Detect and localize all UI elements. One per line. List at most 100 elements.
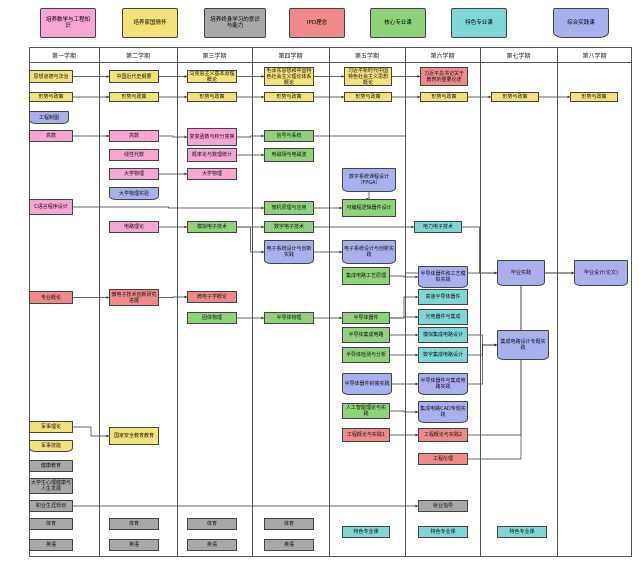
semester-header: 第四学期: [278, 52, 303, 60]
semester-header: 第三学期: [202, 52, 227, 60]
course-node: 中国近代史纲要: [109, 70, 159, 83]
course-node: 形势与政策: [187, 92, 237, 102]
course-node: 数字集成电路设计: [418, 347, 468, 363]
course-node: 工程概论与实践2: [418, 428, 468, 442]
course-node: 微电子技术创新研究进展: [109, 289, 159, 306]
legend-item: 培养家国情怀: [122, 8, 178, 38]
course-node: 微机原理与应用: [264, 201, 314, 215]
course-node: 体育: [187, 518, 237, 530]
course-node: 专业概论: [29, 291, 73, 304]
prerequisite-arrow: [468, 271, 575, 460]
course-node: 半导体器件: [342, 312, 390, 324]
prerequisite-arrow: [237, 134, 265, 138]
course-node: 形势与政策: [491, 92, 539, 102]
course-node: 军事技能: [29, 440, 73, 452]
course-node: 健康教育: [29, 460, 73, 472]
course-node: 半导体集成电路: [342, 327, 390, 343]
semester-header: 第七学期: [506, 52, 531, 60]
course-node: 集成电路CAD专题实践: [418, 401, 468, 423]
course-node: 英语: [187, 539, 237, 551]
course-node: 体育: [29, 518, 73, 530]
semester-divider: [557, 47, 558, 557]
course-node: 集成电路工艺原理: [342, 267, 390, 285]
semester-divider: [99, 47, 100, 557]
course-node: 电路理论: [109, 221, 159, 233]
course-node: 习近平总书记关于教育的重要论述: [420, 67, 468, 86]
prerequisite-arrow: [73, 426, 110, 438]
semester-header: 第五学期: [354, 52, 379, 60]
course-node: 半导体器件与集成电路实践: [418, 373, 468, 395]
course-node: 模拟电子技术: [187, 221, 237, 233]
course-node: 电子系统设计与创新实践: [342, 240, 396, 264]
course-node: 工程概论与实践1: [342, 428, 390, 442]
semester-divider: [405, 47, 406, 557]
course-node: 可编程逻辑器件设计: [342, 199, 396, 217]
course-node: 数字电子技术: [264, 221, 314, 233]
course-node: 体育: [264, 518, 314, 530]
prerequisite-arrow: [468, 343, 498, 385]
semester-divider: [177, 47, 178, 557]
course-node: 半导体物理: [264, 312, 314, 324]
course-node: 特色专业课: [497, 526, 547, 538]
course-node: 特色专业课: [418, 526, 468, 538]
course-node: 线性代数: [109, 149, 159, 161]
semester-header: 第一学期: [51, 52, 76, 60]
course-node: 高数: [29, 130, 73, 142]
course-node: 高数: [109, 130, 159, 142]
course-node: 固体物理: [187, 312, 237, 324]
course-node: 大学物理: [187, 168, 237, 180]
prerequisite-arrow: [462, 226, 498, 275]
course-node: 形势与政策: [344, 92, 392, 102]
course-node: 信号与系统: [264, 130, 314, 142]
course-node: 就业指导: [418, 500, 468, 512]
course-node: 半导体器件和工艺模拟实践: [418, 266, 468, 288]
header-divider: [29, 62, 632, 63]
prerequisite-arrow: [390, 315, 419, 319]
semester-header: 第二学期: [125, 52, 150, 60]
course-node: 马克思主义基本原理概论: [187, 70, 237, 83]
course-node: 半导体器件封装实践: [342, 373, 392, 395]
course-node: 电磁场与电磁波: [264, 148, 314, 162]
course-node: 习近平新时代中国特色社会主义思想概论: [344, 67, 392, 86]
prerequisite-arrow: [237, 226, 265, 254]
course-node: 毛泽东思想和中国特色社会主义理论体系概论: [264, 67, 314, 86]
course-node: 工程伦理: [418, 453, 468, 465]
course-node: 形势与政策: [264, 92, 314, 102]
course-node: 形势与政策: [420, 92, 468, 102]
course-node: 集成电路设计专题实践: [497, 330, 549, 360]
course-node: C语言程序设计: [29, 199, 73, 215]
semester-divider: [329, 47, 330, 557]
course-node: 形势与政策: [570, 92, 618, 102]
course-node: 微电子学概论: [187, 291, 237, 303]
course-node: 复变函数与积分变换: [187, 128, 237, 146]
legend-item: 培养数学与工程知识: [40, 8, 96, 38]
course-node: 国家安全教育教育: [109, 427, 159, 445]
course-node: 军事理论: [29, 421, 73, 433]
course-node: 英语: [29, 539, 73, 551]
legend-item: 特色专业课: [451, 8, 507, 38]
course-node: 电力电子技术: [414, 221, 462, 233]
course-node: 毕业实践: [497, 260, 545, 286]
prerequisite-edges: [73, 75, 575, 508]
course-node: 体育: [109, 518, 159, 530]
semester-divider: [252, 47, 253, 557]
course-node: 数字系统课程设计（FPGA）: [342, 168, 396, 192]
semester-header: 第六学期: [430, 52, 455, 60]
course-node: 光电器件与集成: [418, 309, 468, 325]
course-node: 人工智能理论与实践: [342, 403, 390, 419]
semester-divider: [480, 47, 481, 557]
course-node: 工程制图: [29, 111, 69, 124]
course-node: 特色专业课: [342, 526, 390, 538]
course-node: 模拟集成电路设计: [418, 327, 468, 343]
prerequisite-arrow: [159, 295, 188, 299]
course-node: 职业生涯规划: [29, 500, 73, 512]
legend-item: 综合实践课: [553, 8, 609, 38]
course-node: 高速半导体器件: [418, 289, 468, 305]
course-node: 大学物理: [109, 168, 159, 180]
legend-item: IPD理念: [289, 8, 345, 38]
legend-item: 培养终身学习的意识与能力: [204, 8, 266, 38]
course-node: 半导体检测与分析: [342, 347, 390, 363]
course-node: 形势与政策: [29, 92, 73, 102]
semester-header: 第八学期: [582, 52, 607, 60]
